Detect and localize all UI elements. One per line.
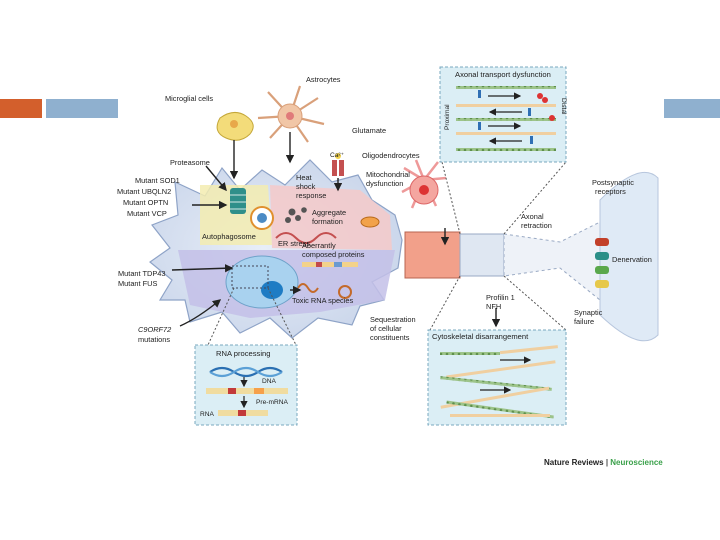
label-proximal: Proximal: [444, 104, 451, 130]
label-sequestration-1: Sequestration: [370, 315, 416, 324]
label-calcium: Ca²⁺: [330, 152, 345, 159]
toxic-rna-icon: [297, 283, 319, 293]
label-aggregate-1: Aggregate: [312, 208, 346, 217]
label-mutant-sod1: Mutant SOD1: [135, 176, 180, 185]
label-axonal-retraction-1: Axonal: [521, 212, 544, 221]
transport-box: [439, 66, 567, 163]
label-mito-dysfunction-1: Mitochondrial: [366, 170, 410, 179]
label-profilin-1: Profilin 1: [486, 293, 515, 302]
label-denervation: Denervation: [612, 255, 652, 264]
sequestration-icon: [338, 285, 352, 299]
label-heat-1: Heat: [296, 173, 312, 182]
label-mutant-vcp: Mutant VCP: [127, 209, 167, 218]
postsynaptic-receptors-icon: [595, 238, 609, 288]
dna-helix-icon: [209, 366, 283, 378]
label-axonal-retraction-2: retraction: [521, 221, 552, 230]
credit-field: Neuroscience: [610, 458, 663, 467]
label-synaptic-failure-2: failure: [574, 317, 594, 326]
label-autophagosome: Autophagosome: [202, 232, 256, 241]
aggregate-icon: [285, 207, 307, 223]
pointer-arrows: [171, 132, 501, 328]
axon-hillock: [404, 231, 461, 279]
label-distal: Distal: [560, 98, 567, 115]
label-mutant-tdp43: Mutant TDP43: [118, 269, 166, 278]
zoom-connectors: [207, 161, 567, 346]
label-astrocytes: Astrocytes: [306, 75, 341, 84]
cyto-filaments: [440, 345, 558, 419]
label-heat-3: response: [296, 191, 326, 200]
label-aberrant-2: composed proteins: [302, 250, 365, 259]
er-icon: [275, 232, 337, 244]
accent-bar-blue-left: [46, 99, 118, 118]
label-rna: RNA: [200, 411, 215, 418]
label-c9-mutations: mutations: [138, 335, 170, 344]
credit-journal: Nature Reviews: [544, 458, 604, 467]
transport-box-title: Axonal transport dysfunction: [455, 70, 551, 79]
nucleolus: [261, 281, 283, 299]
label-nfh: NFH: [486, 302, 501, 311]
label-mutant-optn: Mutant OPTN: [123, 198, 168, 207]
astrocyte-nucleus: [286, 112, 294, 120]
label-mutant-ubqln2: Mutant UBQLN2: [117, 187, 171, 196]
nucleus: [225, 255, 299, 309]
label-aberrant-1: Aberrantly: [302, 241, 336, 250]
axon-segment: [459, 233, 505, 277]
label-glutamate: Glutamate: [352, 126, 386, 135]
label-postsynaptic-1: Postsynaptic: [592, 178, 634, 187]
label-dna: DNA: [262, 378, 277, 385]
label-mutant-fus: Mutant FUS: [118, 279, 157, 288]
oligodendrocyte-cell: [401, 159, 447, 209]
label-pre-mrna: Pre-mRNA: [256, 399, 288, 406]
label-c9orf72: C9ORF72: [138, 325, 171, 334]
label-proteasome: Proteasome: [170, 158, 210, 167]
pre-mrna-bar: [206, 388, 288, 394]
label-synaptic-failure-1: Synaptic: [574, 308, 603, 317]
label-postsynaptic-2: receptors: [595, 187, 626, 196]
motor-protein-icons: [478, 90, 555, 144]
label-toxic-rna: Toxic RNA species: [292, 296, 354, 305]
label-sequestration-3: constituents: [370, 333, 410, 342]
autophagosome-cargo-icon: [257, 213, 267, 223]
microglial-nucleus: [230, 120, 238, 128]
accent-bar-blue-right: [664, 99, 720, 118]
label-oligodendrocytes: Oligodendrocytes: [362, 151, 420, 160]
credit-line: Nature Reviews | Neuroscience: [544, 458, 663, 467]
rna-bar: [218, 410, 268, 416]
nucleus-zoom-box: [231, 265, 269, 289]
transport-microtubules: [456, 86, 556, 151]
axon-retracting: [503, 221, 601, 302]
label-microglial-cells: Microglial cells: [165, 94, 213, 103]
cyto-arrows: [480, 356, 532, 394]
target-muscle: [599, 171, 659, 342]
proteasome-region: [200, 185, 272, 245]
label-aggregate-2: formation: [312, 217, 343, 226]
label-heat-2: shock: [296, 182, 316, 191]
label-sequestration-2: of cellular: [370, 324, 402, 333]
cyto-box-title: Cytoskeletal disarrangement: [432, 332, 529, 341]
label-mito-dysfunction-2: dysfunction: [366, 179, 403, 188]
label-er-stress: ER stress: [278, 239, 310, 248]
credit-separator: |: [604, 458, 611, 467]
aberrant-protein-bar: [302, 262, 358, 267]
transport-arrows: [488, 92, 522, 145]
dna-helix-strand-icon: [209, 366, 283, 378]
stress-region: [270, 185, 392, 250]
proteasome-icon: [230, 188, 246, 214]
glutamate-receptor-icon: [332, 153, 344, 176]
mitochondrion-icon: [360, 216, 380, 228]
rna-box-title: RNA processing: [216, 349, 270, 358]
accent-bar-orange: [0, 99, 42, 118]
